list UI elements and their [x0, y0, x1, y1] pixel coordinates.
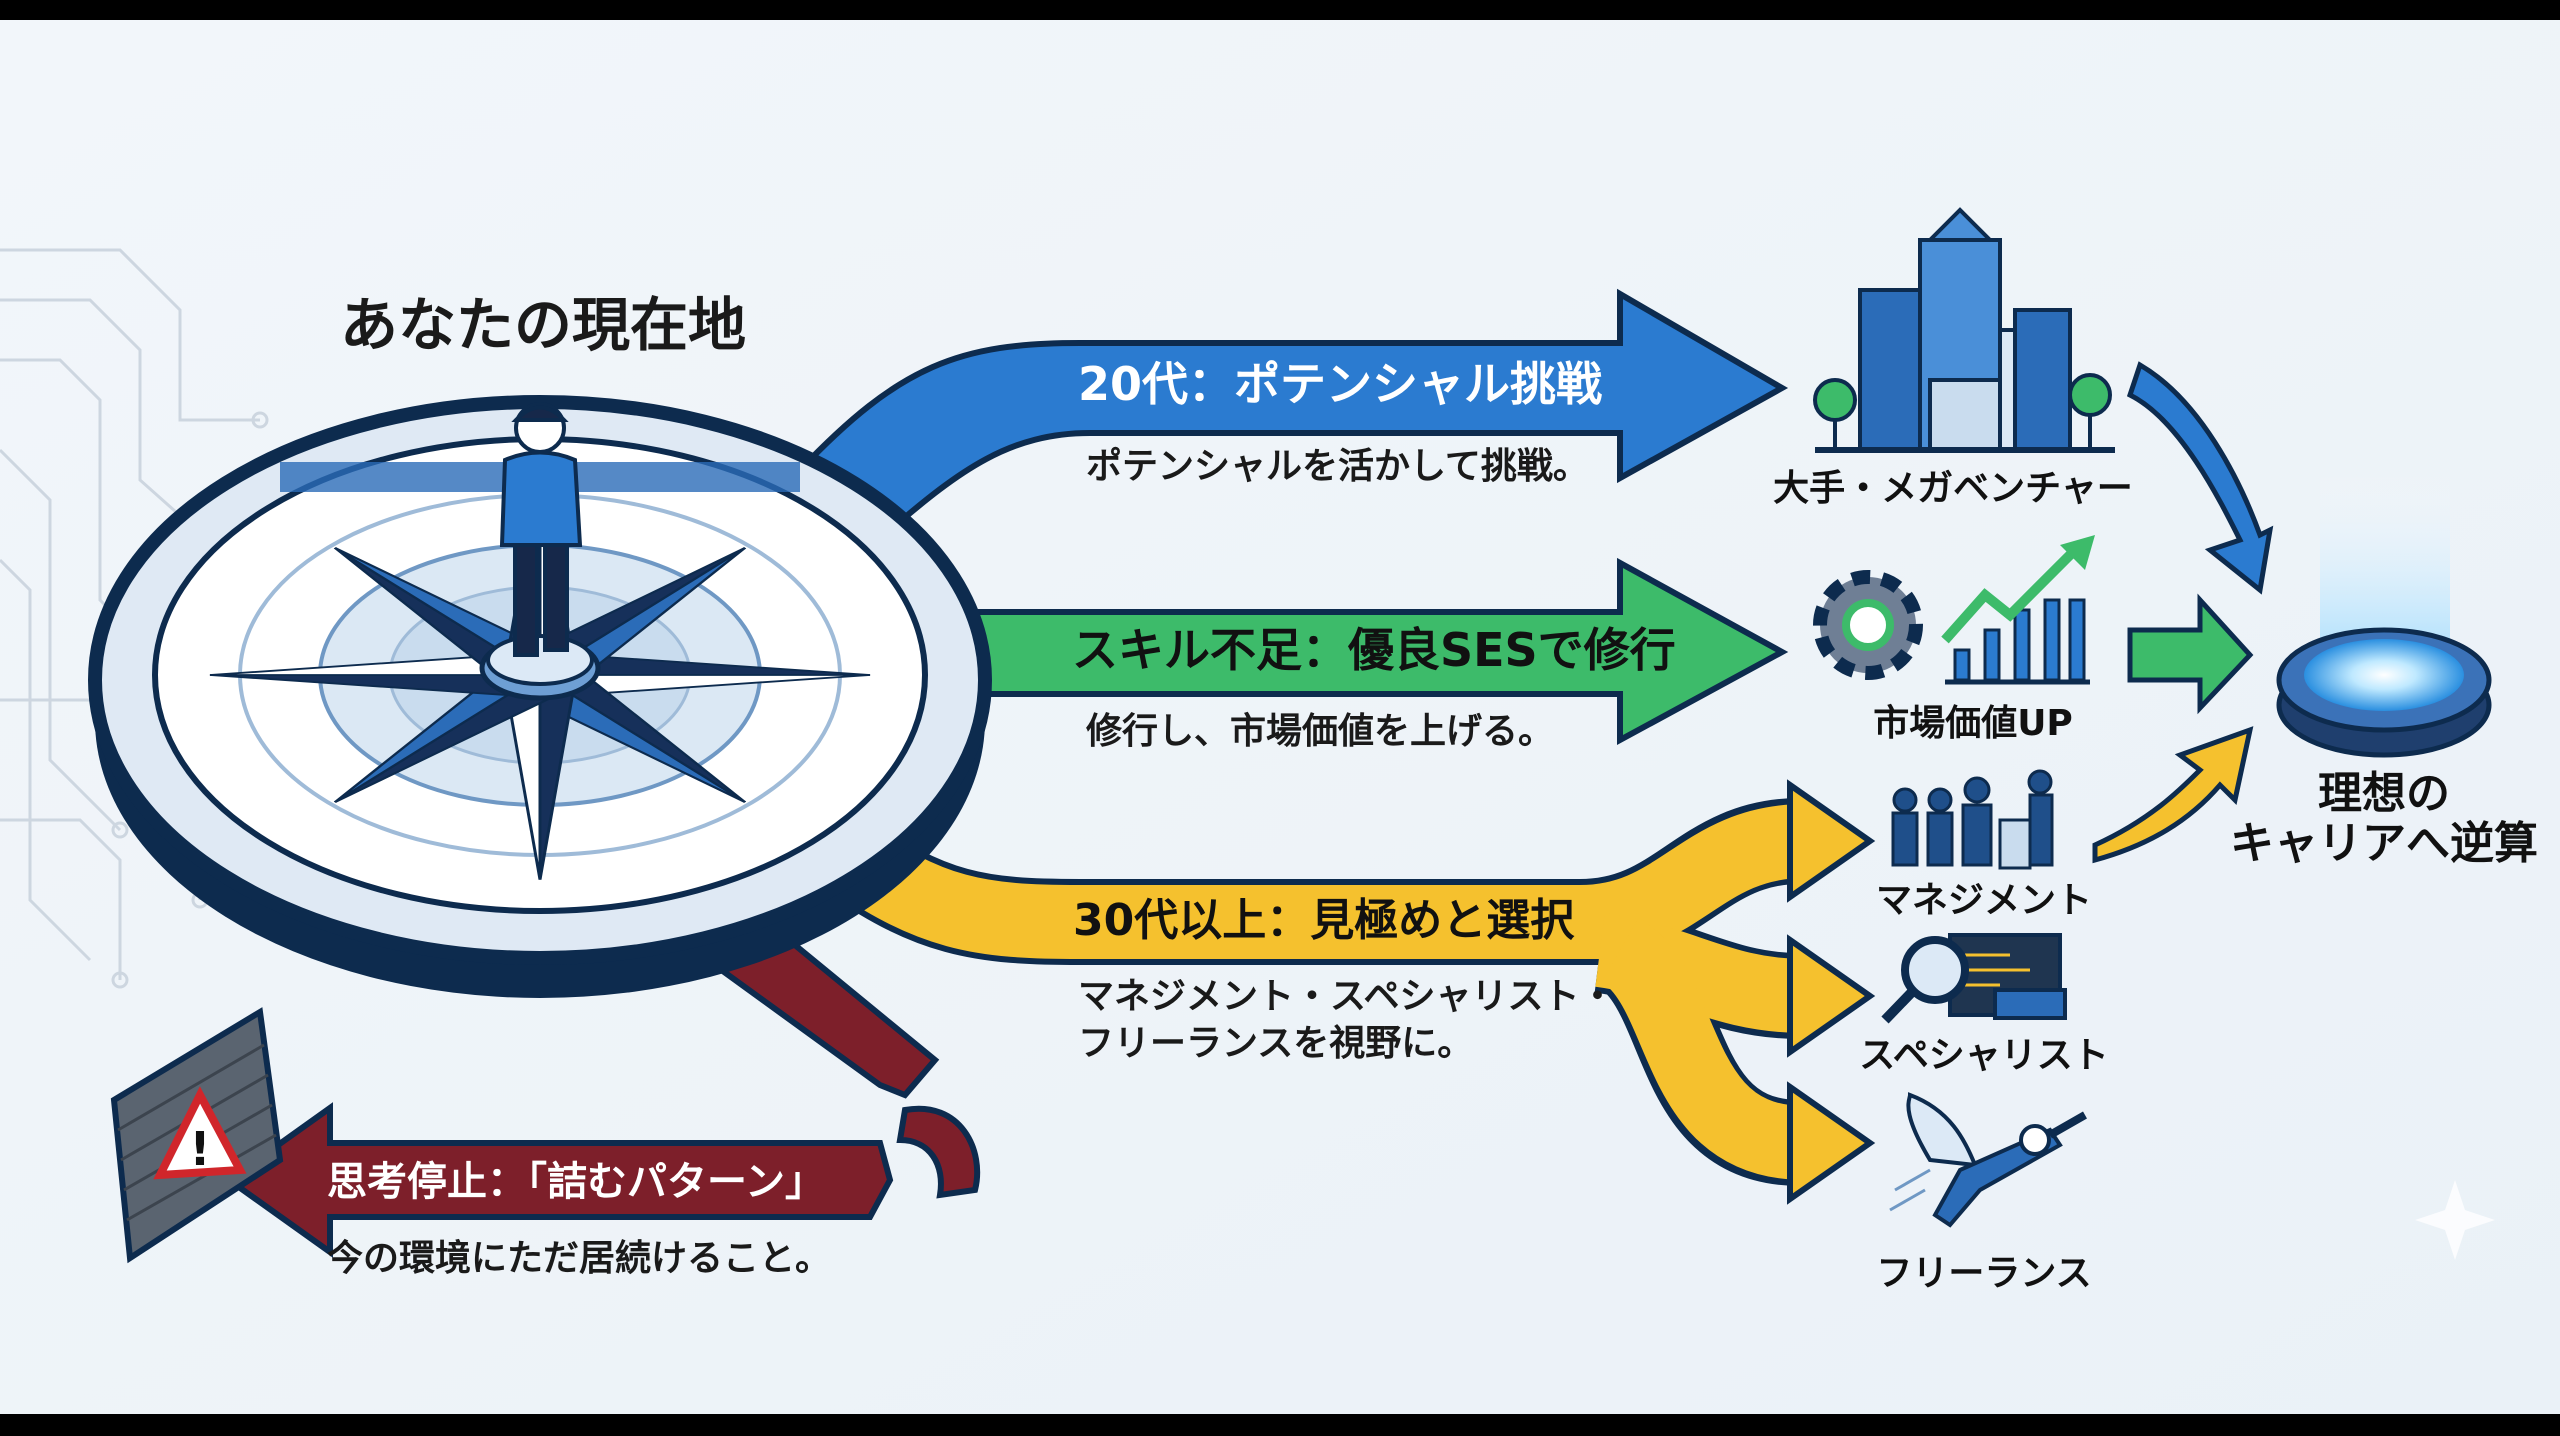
outcome-market-value: 市場価値UP [1873, 703, 2073, 744]
label-skill: スキル不足：優良SESで修行 [1072, 623, 1676, 677]
page-title: あなたの現在地 [340, 291, 746, 359]
arrow-skill [937, 557, 1789, 746]
goal-line2: キャリアへ逆算 [2230, 818, 2538, 869]
person-icon [499, 402, 583, 657]
outcome-big-company: 大手・メガベンチャー [1773, 468, 2133, 509]
outcome-management: マネジメント [1876, 880, 2092, 921]
management-icon [1891, 769, 2054, 870]
svg-text:!: ! [190, 1122, 211, 1176]
desc-20s: ポテンシャルを活かして挑戦。 [1086, 445, 1589, 487]
buildings-icon [1813, 207, 2115, 453]
arrow-20s [795, 288, 1789, 534]
goal-line1: 理想の [2318, 768, 2450, 819]
label-stuck: 思考停止：「詰むパターン」 [327, 1159, 825, 1205]
goal-platform-icon [2276, 470, 2492, 758]
label-30s: 30代以上：見極めと選択 [1073, 895, 1575, 946]
top-bar [0, 0, 2560, 20]
outcome-freelance: フリーランス [1876, 1253, 2091, 1294]
gear-chart-icon [1813, 535, 2095, 685]
label-20s: 20代：ポテンシャル挑戦 [1078, 357, 1602, 411]
arrow-stuck [223, 896, 981, 1258]
compass-point [333, 657, 568, 803]
outcome-specialist: スペシャリスト [1859, 1035, 2108, 1076]
desc-stuck: 今の環境にただ居続けること。 [327, 1238, 831, 1279]
freelance-icon [1889, 1092, 2087, 1228]
desc-30s-line1: マネジメント・スペシャリスト・ [1078, 976, 1615, 1017]
converge-arrows [2092, 361, 2274, 864]
specialist-icon [1881, 933, 2067, 1024]
brick-wall-icon: ! [110, 1007, 284, 1264]
desc-skill: 修行し、市場価値を上げる。 [1086, 711, 1554, 752]
compass [88, 395, 992, 998]
bottom-bar [0, 1414, 2560, 1436]
desc-30s-line2: フリーランスを視野に。 [1078, 1023, 1473, 1064]
warning-icon [153, 1086, 247, 1180]
sparkle-icon [2415, 1180, 2495, 1260]
